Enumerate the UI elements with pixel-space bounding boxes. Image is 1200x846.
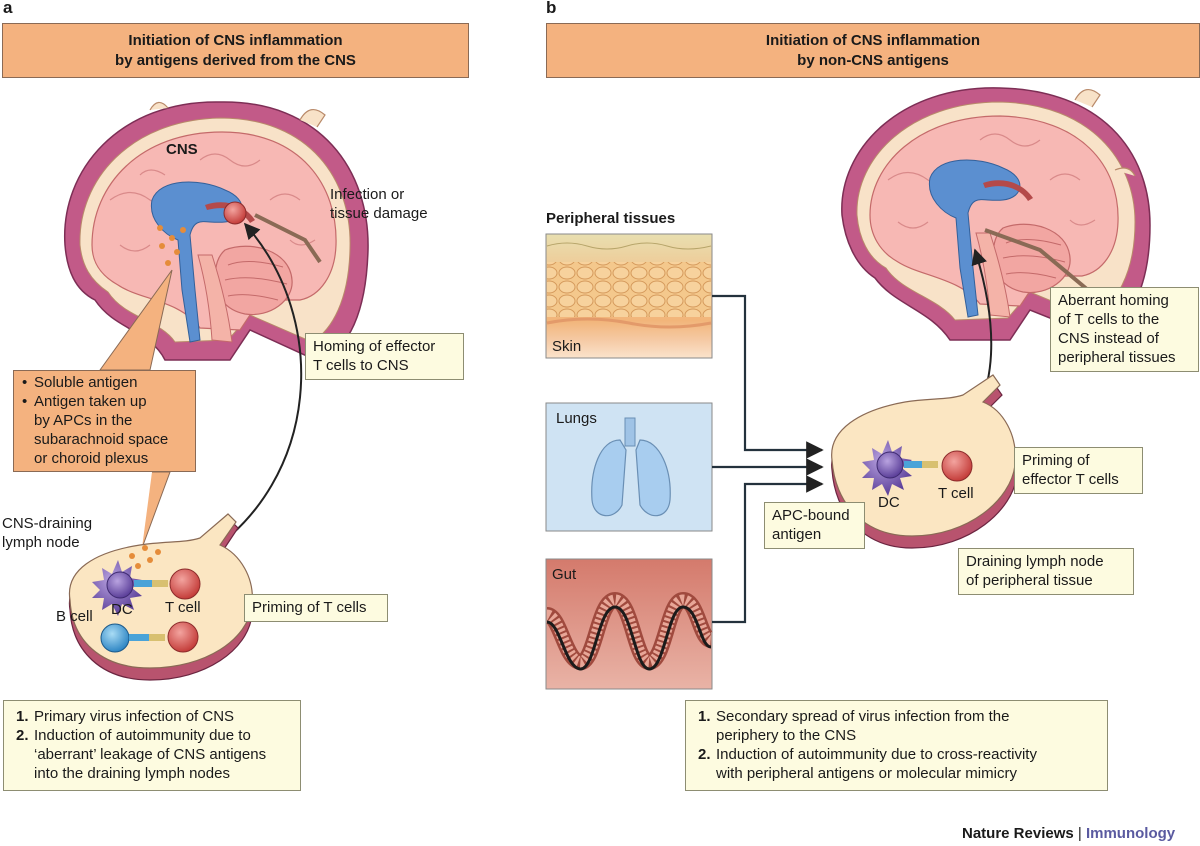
t-cell-a2 <box>167 621 199 653</box>
skin-tissue <box>545 233 713 359</box>
apc-bound-box-line-1: APC-bound <box>772 507 850 524</box>
draining-node-box-line-2: of peripheral tissue <box>966 572 1093 589</box>
infection-site <box>223 201 247 225</box>
dc-label-b: DC <box>878 494 900 511</box>
aberrant-box-line-1: Aberrant homing <box>1058 292 1169 309</box>
lungs-tissue <box>545 402 713 532</box>
header-b-line-2: by non-CNS antigens <box>797 52 949 69</box>
callout-item-1: •Soluble antigen <box>22 374 138 391</box>
t-cell-a <box>169 568 201 600</box>
summary-b-item-2: 2. Induction of autoimmunity due to cros… <box>698 746 1037 782</box>
t-cell-label-a: T cell <box>165 599 201 616</box>
b-cell-label-a: B cell <box>56 608 93 625</box>
aberrant-box-line-2: of T cells to the <box>1058 311 1160 328</box>
journal-separator: | <box>1073 825 1086 842</box>
homing-arrow-a <box>204 222 303 556</box>
t-cell-b <box>941 450 973 482</box>
header-a: Initiation of CNS inflammation by antige… <box>2 23 469 78</box>
panel-letter-a: a <box>3 0 13 17</box>
apc-bound-box: APC-bound antigen <box>764 502 865 549</box>
soluble-antigen-dots-a <box>157 225 186 266</box>
summary-a-item-2: 2. Induction of autoimmunity due to ‘abe… <box>16 727 267 782</box>
lymph-node-a <box>68 513 253 681</box>
gut-tissue <box>544 558 715 690</box>
skin-arrow <box>712 294 824 459</box>
lymph-node-label-a-line-1: CNS-draining <box>2 515 93 532</box>
draining-node-box-line-1: Draining lymph node <box>966 553 1104 570</box>
draining-node-box: Draining lymph node of peripheral tissue <box>958 548 1134 595</box>
ventricle-b <box>928 159 1021 318</box>
summary-a: 1. Primary virus infection of CNS 2. Ind… <box>3 700 301 791</box>
t-cell-label-b: T cell <box>938 485 974 502</box>
priming-box-a: Priming of T cells <box>244 594 388 622</box>
lymph-node-label-a-line-2: lymph node <box>2 534 80 551</box>
gut-label: Gut <box>552 566 577 583</box>
homing-box-a: Homing of effector T cells to CNS <box>305 333 464 380</box>
apc-bound-box-line-2: antigen <box>772 526 822 543</box>
infection-label: Infection or tissue damage <box>330 185 428 223</box>
dc-cell-b <box>876 451 904 479</box>
journal-footer: Nature Reviews | Immunology <box>962 825 1175 842</box>
infection-label-line-1: Infection or <box>330 186 405 203</box>
homing-box-a-line-2: T cells to CNS <box>313 357 409 374</box>
callout-item-2: • Antigen taken up by APCs in the subara… <box>22 393 169 467</box>
summary-a-item-1: 1. Primary virus infection of CNS <box>16 708 235 725</box>
b-cell-a <box>100 623 130 653</box>
aberrant-box: Aberrant homing of T cells to the CNS in… <box>1050 287 1199 372</box>
header-a-line-2: by antigens derived from the CNS <box>115 52 356 69</box>
panel-letter-b: b <box>546 0 557 17</box>
brain-b <box>841 87 1151 341</box>
antigen-callout: •Soluble antigen • Antigen taken up by A… <box>13 370 196 472</box>
dc-cell-a <box>92 560 142 616</box>
header-a-line-1: Initiation of CNS inflammation <box>128 32 343 49</box>
homing-box-a-line-1: Homing of effector <box>313 338 436 355</box>
summary-b: 1. Secondary spread of virus infection f… <box>685 700 1108 791</box>
aberrant-box-line-3: CNS instead of <box>1058 330 1159 347</box>
summary-b-item-1: 1. Secondary spread of virus infection f… <box>698 708 1010 744</box>
header-b: Initiation of CNS inflammation by non-CN… <box>546 23 1200 78</box>
brain-a <box>64 101 369 363</box>
priming-box-b: Priming of effector T cells <box>1014 447 1143 494</box>
cns-label: CNS <box>166 141 198 158</box>
lymph-node-b <box>831 374 1018 549</box>
priming-box-b-line-2: effector T cells <box>1022 471 1119 488</box>
lungs-label: Lungs <box>556 410 597 427</box>
skin-label: Skin <box>552 338 582 355</box>
header-b-line-1: Initiation of CNS inflammation <box>765 32 981 49</box>
gut-arrow <box>712 475 824 624</box>
journal-section: Immunology <box>1085 825 1176 842</box>
dc-label-a: DC <box>111 601 133 618</box>
journal-name: Nature Reviews <box>962 825 1074 842</box>
lymph-node-label-a: CNS-draining lymph node <box>2 514 92 552</box>
infection-label-line-2: tissue damage <box>330 205 428 222</box>
priming-box-b-line-1: Priming of <box>1022 452 1090 469</box>
brainstem-a <box>197 254 233 343</box>
aberrant-box-line-4: peripheral tissues <box>1058 349 1176 366</box>
peripheral-tissues-title: Peripheral tissues <box>546 210 676 227</box>
